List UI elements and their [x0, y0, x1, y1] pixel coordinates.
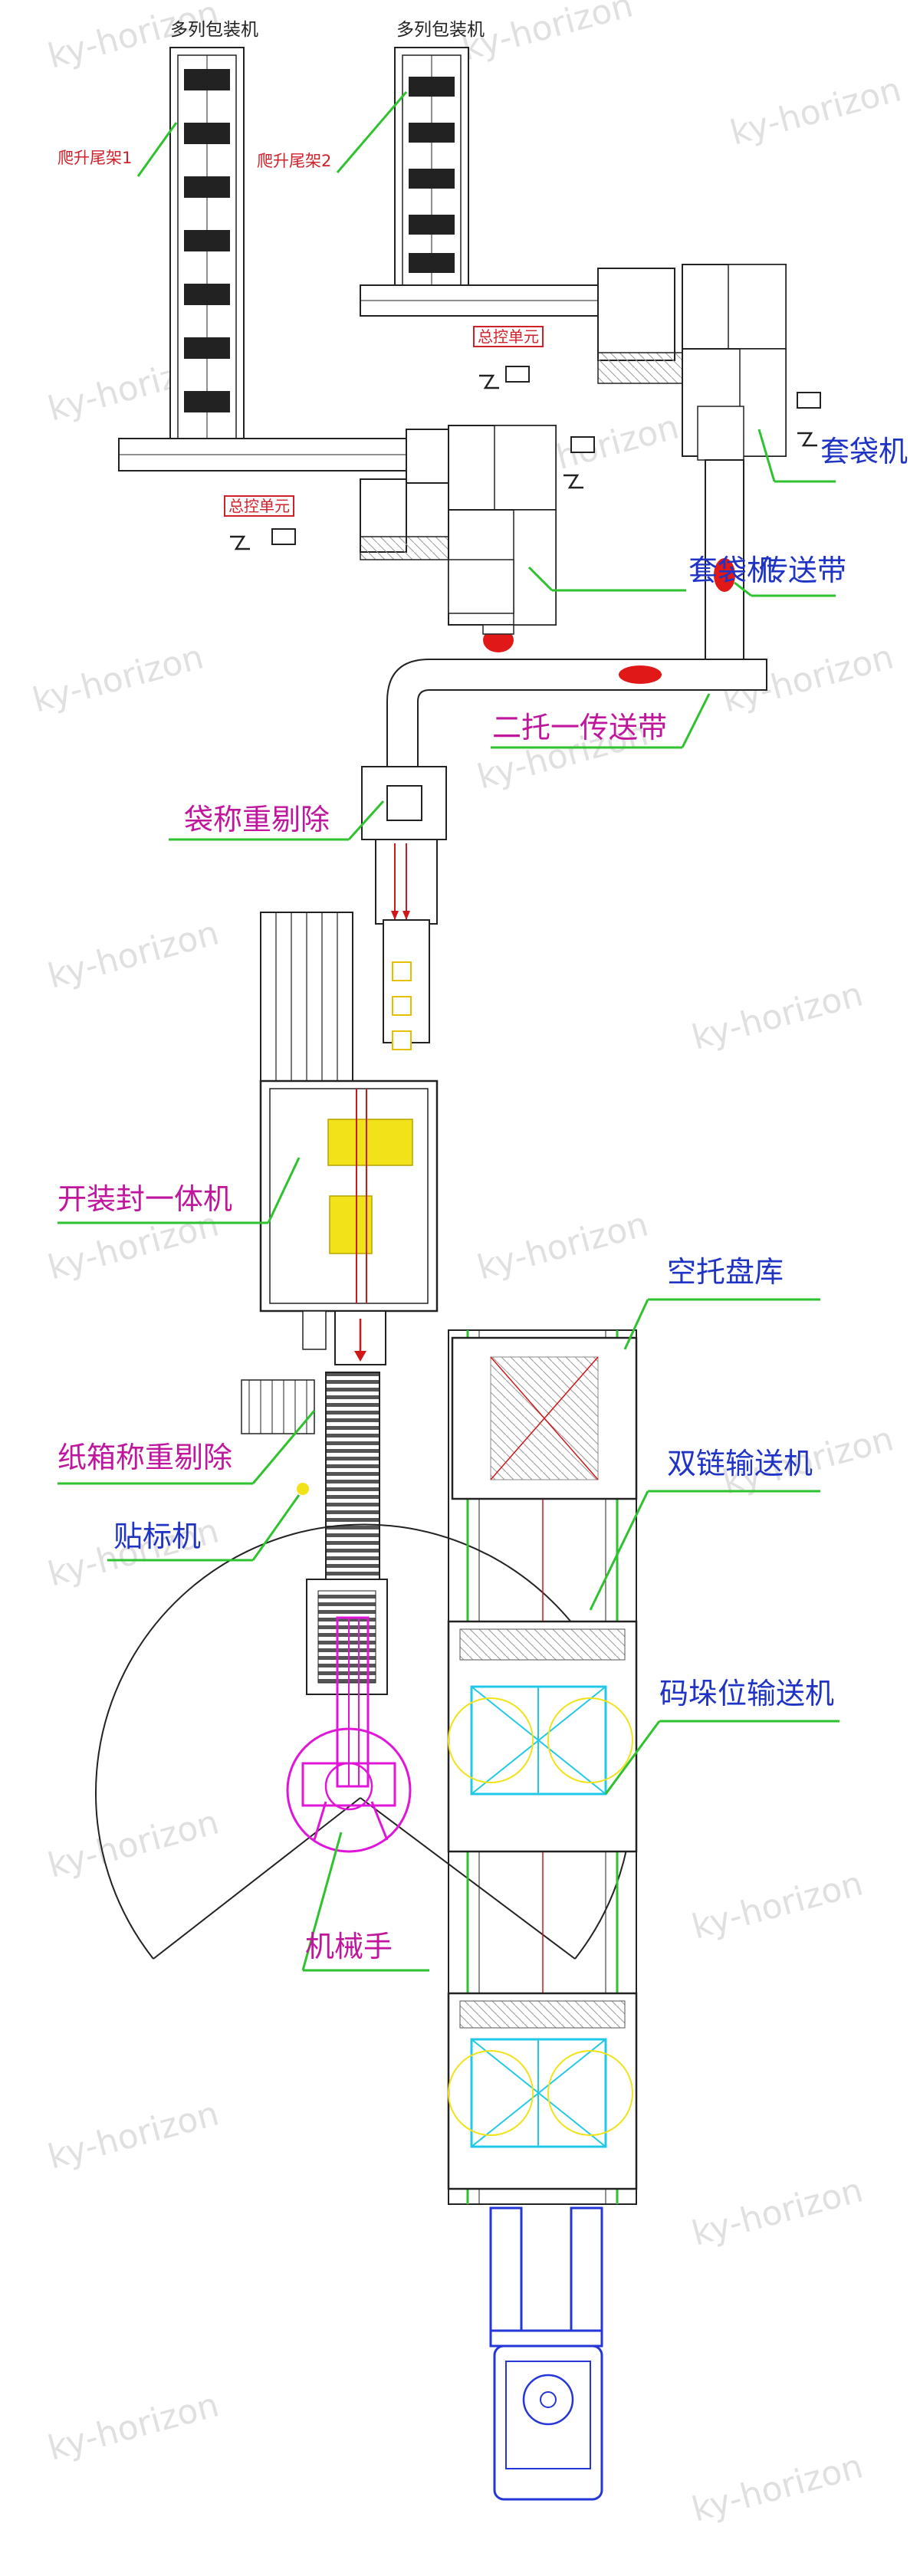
merge-conveyor-label: 二托一传送带 — [492, 711, 668, 744]
robot-arm-drawing — [286, 1616, 412, 1853]
double-chain-conveyor-label: 双链输送机 — [667, 1447, 813, 1480]
empty-pallet-store-label: 空托盘库 — [667, 1255, 784, 1289]
bagging-machine-2-label: 套袋机 — [820, 435, 909, 468]
bagging-machine-1-label: 套袋机 — [688, 554, 777, 587]
case-erect-seal-label: 开装封一体机 — [58, 1182, 233, 1216]
labeler-label: 贴标机 — [113, 1520, 202, 1553]
bagging-machine-2-drawing — [682, 264, 787, 461]
control-unit-2-label: 总控单元 — [473, 326, 544, 347]
bag-weigh-reject-label: 袋称重剔除 — [184, 803, 330, 836]
bagging-machine-1-drawing — [448, 425, 557, 652]
stacking-station-1-drawing — [447, 1620, 638, 1853]
control-unit-symbols — [230, 366, 821, 550]
conveyor-label: 传送带 — [759, 554, 847, 587]
stacking-conveyor-label: 码垛位输送机 — [659, 1677, 835, 1710]
climb-frame-2-label: 爬升尾架2 — [257, 152, 332, 170]
robot-arm-label: 机械手 — [305, 1930, 393, 1963]
forklift-drawing — [489, 2206, 603, 2501]
stacking-station-2-drawing — [447, 1992, 638, 2190]
bag-weigh-station — [361, 766, 447, 925]
packer-2-label: 多列包装机 — [396, 20, 485, 40]
vertical-conveyor — [705, 459, 744, 660]
packer-1-outfeed-conveyor — [118, 429, 476, 560]
case-erect-seal-drawing — [259, 912, 439, 1350]
empty-pallet-store-drawing — [451, 1336, 638, 1500]
merge-conveyor-drawing — [386, 659, 767, 767]
carton-weigh-reject-label: 纸箱称重剔除 — [58, 1441, 233, 1474]
control-unit-1-label: 总控单元 — [224, 495, 294, 517]
leader-lines — [58, 91, 840, 1972]
packer-2-outfeed-conveyor — [360, 268, 683, 384]
packer-1-label: 多列包装机 — [170, 20, 258, 40]
packer-tower-1 — [169, 47, 245, 447]
packer-tower-2 — [394, 47, 469, 294]
carton-conveyor-drawing — [241, 1310, 388, 1695]
climb-frame-1-label: 爬升尾架1 — [58, 149, 133, 167]
